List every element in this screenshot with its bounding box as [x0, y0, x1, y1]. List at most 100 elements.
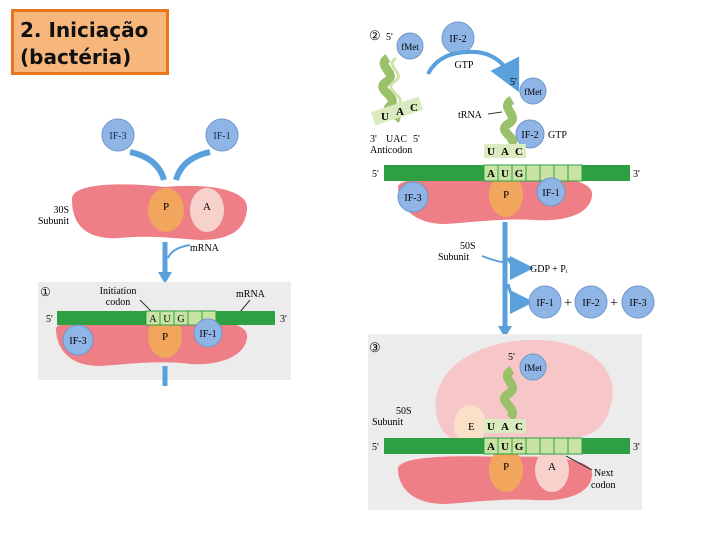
s50-step3-label-2: Subunit — [372, 417, 403, 428]
anticodon-3: 3' — [370, 134, 377, 145]
gtp2-label: GTP — [548, 130, 567, 141]
p-site-step3-label: P — [503, 461, 509, 473]
fmet-1 — [396, 32, 424, 60]
mrna-2-g: G — [515, 168, 524, 180]
trna-label: tRNA — [458, 110, 483, 121]
arrow-if1-in — [173, 149, 211, 181]
if1-bound — [193, 318, 223, 348]
mrna-3-u: U — [501, 441, 509, 453]
next-codon-label-2: codon — [591, 480, 615, 491]
anticodon-seq: UAC — [386, 134, 407, 145]
fmet-3 — [519, 353, 547, 381]
a-site-step3 — [535, 448, 569, 492]
if3-factor — [101, 118, 135, 152]
trna-3-c: C — [515, 421, 523, 433]
trna-2-a: A — [501, 146, 509, 158]
anticodon-u: U — [381, 111, 389, 123]
p-site-step3 — [489, 448, 523, 492]
if3-released-label: IF-3 — [629, 298, 646, 309]
step-1-number: ① — [40, 285, 51, 299]
p-site — [148, 188, 184, 232]
plus-2: + — [610, 296, 618, 311]
three-prime-1: 3' — [280, 314, 287, 325]
if1-released — [528, 285, 562, 319]
mrna-2-five-prime: 5' — [372, 169, 379, 180]
if1-released-label: IF-1 — [536, 298, 553, 309]
fmet-2-label: fMet — [524, 87, 542, 97]
s50-step3-label-1: 50S — [396, 406, 412, 417]
anticodon-loop — [371, 96, 423, 126]
mrna-2-u: U — [501, 168, 509, 180]
fmet-2 — [519, 77, 547, 105]
trna-3-u: U — [487, 421, 495, 433]
gtp-label: GTP — [455, 60, 474, 71]
mrna-3-g: G — [515, 441, 524, 453]
trna-3-a: A — [501, 421, 509, 433]
arrow-trna-bind — [426, 49, 520, 93]
if3-step2-label: IF-3 — [404, 193, 421, 204]
initiation-codon-label-2: codon — [106, 297, 130, 308]
five-prime-1: 5' — [46, 314, 53, 325]
a-site-label: A — [203, 201, 211, 213]
s50-label-2: Subunit — [438, 252, 469, 263]
slide-title: 2. Iniciação (bactéria) — [11, 9, 169, 75]
if3-bound-label: IF-3 — [69, 336, 86, 347]
codon-1-u: U — [163, 314, 171, 325]
if1-step2 — [536, 177, 566, 207]
title-line-2: (bactéria) — [20, 45, 132, 69]
left-column: IF-3 IF-1 P A 30S Subunit mRNA ① Initiat… — [38, 118, 291, 386]
trna-2-anticodon — [484, 144, 526, 158]
plus-1: + — [564, 296, 572, 311]
trna-3-anticodon — [484, 419, 526, 433]
trna-2-c: C — [515, 146, 523, 158]
if3-released — [621, 285, 655, 319]
subunit-30s-label-1: 30S — [53, 205, 69, 216]
if1-step2-label: IF-1 — [542, 188, 559, 199]
if2-label: IF-2 — [449, 34, 466, 45]
if1-label: IF-1 — [213, 131, 230, 142]
if3-label: IF-3 — [109, 131, 126, 142]
s50-label-1: 50S — [460, 241, 476, 252]
if2-bound — [515, 119, 545, 149]
title-line-1: 2. Iniciação — [20, 18, 149, 42]
e-site — [454, 405, 486, 445]
a-site — [190, 188, 224, 232]
fmet-3-label: fMet — [524, 363, 542, 373]
gdp-label: GDP + Pᵢ — [530, 264, 568, 275]
if1-factor — [205, 118, 239, 152]
trna-2 — [500, 96, 517, 149]
p-site-2-label: P — [162, 331, 168, 343]
mrna-2-a: A — [487, 168, 495, 180]
if3-step2 — [397, 181, 429, 213]
p-site-step2 — [489, 173, 523, 217]
mrna-label-2: mRNA — [236, 289, 266, 300]
mrna-label: mRNA — [190, 243, 220, 254]
e-site-label: E — [468, 421, 475, 433]
anticodon-5: 5' — [413, 134, 420, 145]
arrow-if3-in — [129, 149, 167, 181]
p-site-label: P — [163, 201, 169, 213]
anticodon-c: C — [410, 102, 418, 114]
if2-released — [574, 285, 608, 319]
if2-released-label: IF-2 — [582, 298, 599, 309]
subunit-30s-label-2: Subunit — [38, 216, 69, 227]
fmet-1-label: fMet — [401, 42, 419, 52]
trna-3-five-prime: 5' — [508, 352, 515, 363]
if2-bound-label: IF-2 — [521, 130, 538, 141]
a-site-step3-label: A — [548, 461, 556, 473]
trna-2-u: U — [487, 146, 495, 158]
mrna-3-three-prime: 3' — [633, 442, 640, 453]
p-site-step2-label: P — [503, 189, 509, 201]
top-right-step-2: ② U A C 5' fMet IF-2 GTP 3' UAC 5' Antic… — [369, 21, 640, 224]
if1-bound-label: IF-1 — [199, 329, 216, 340]
bottom-right-step-3: ③ E 50S Subunit 5' fMet U A C P A A U G … — [368, 334, 642, 510]
trna-2-five-prime: 5' — [510, 77, 517, 88]
codon-1-a: A — [149, 314, 157, 325]
initiation-codon-label-1: Initiation — [100, 286, 137, 297]
step-2-number: ② — [369, 28, 381, 43]
anticodon-a: A — [396, 106, 404, 118]
trna-3 — [500, 366, 517, 422]
middle-right-transition: 50S Subunit GDP + Pᵢ IF-1 + IF-2 + IF-3 — [438, 222, 655, 338]
mrna-2-three-prime: 3' — [633, 169, 640, 180]
